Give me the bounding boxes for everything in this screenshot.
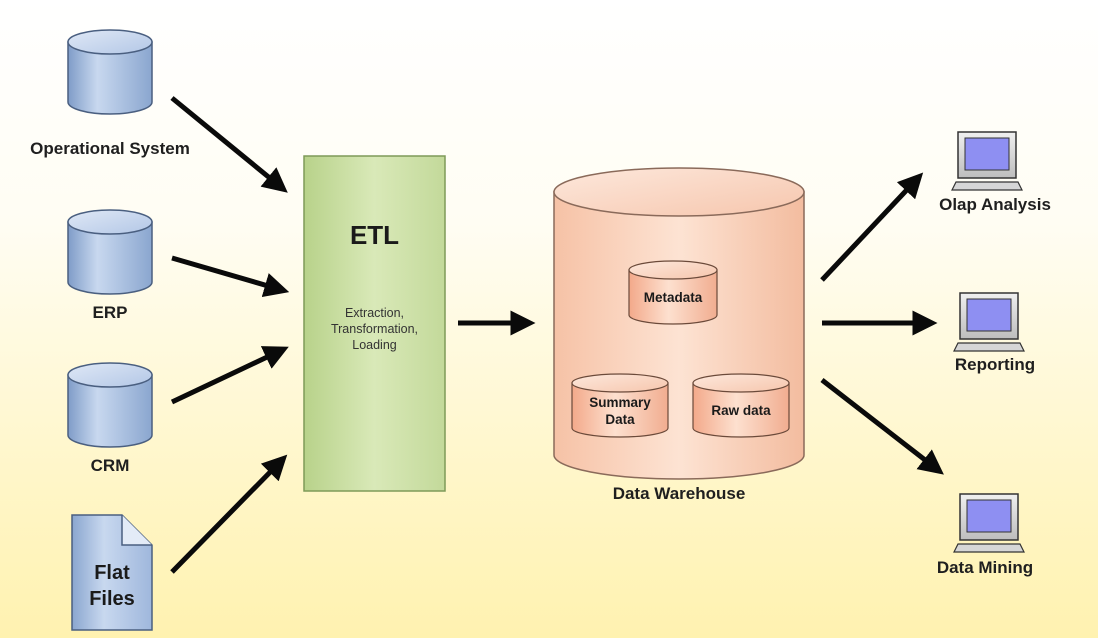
data-warehouse-label: Data Warehouse [612,484,746,503]
operational-system-label: Operational System [30,139,190,158]
etl-description-line-1: Extraction, [344,306,405,320]
etl-title: ETL [349,220,400,250]
etl-description-line-3: Loading [352,338,397,352]
arrow-warehouse-to-mining [820,378,944,475]
etl-description-line-2: Transformation, [330,322,419,336]
raw-data-database-icon [692,373,790,438]
crm-database-icon [67,362,153,448]
erp-label: ERP [92,303,128,322]
data-mining-label: Data Mining [936,558,1034,577]
flat-files-label-line-1: Flat [94,562,130,584]
metadata-label: Metadata [643,290,703,305]
arrow-flat-files-to-etl [170,454,288,574]
reporting-computer-icon [953,292,1025,352]
olap-computer-icon [951,131,1023,191]
arrow-operational-to-etl [170,96,288,193]
summary-data-database-icon [571,373,669,438]
summary-data-label: Summary Data [572,394,668,428]
summary-data-label-line-1: Summary [589,395,651,410]
arrow-erp-to-etl [171,255,290,298]
erp-database-icon [67,209,153,295]
flat-files-label: Flat Files [72,560,152,612]
raw-data-label: Raw data [711,403,771,418]
arrow-crm-to-etl [170,346,289,405]
olap-analysis-label: Olap Analysis [939,195,1051,214]
data-mining-computer-icon [953,493,1025,553]
reporting-label: Reporting [954,355,1036,374]
etl-box [303,155,446,492]
operational-system-database-icon [67,29,153,115]
flat-files-document-icon [71,514,153,631]
summary-data-label-line-2: Data [605,412,635,427]
etl-description: Extraction, Transformation, Loading [304,305,445,353]
metadata-database-icon [628,260,718,325]
arrow-warehouse-to-olap [820,172,924,282]
crm-label: CRM [90,456,130,475]
flat-files-label-line-2: Files [89,588,135,610]
